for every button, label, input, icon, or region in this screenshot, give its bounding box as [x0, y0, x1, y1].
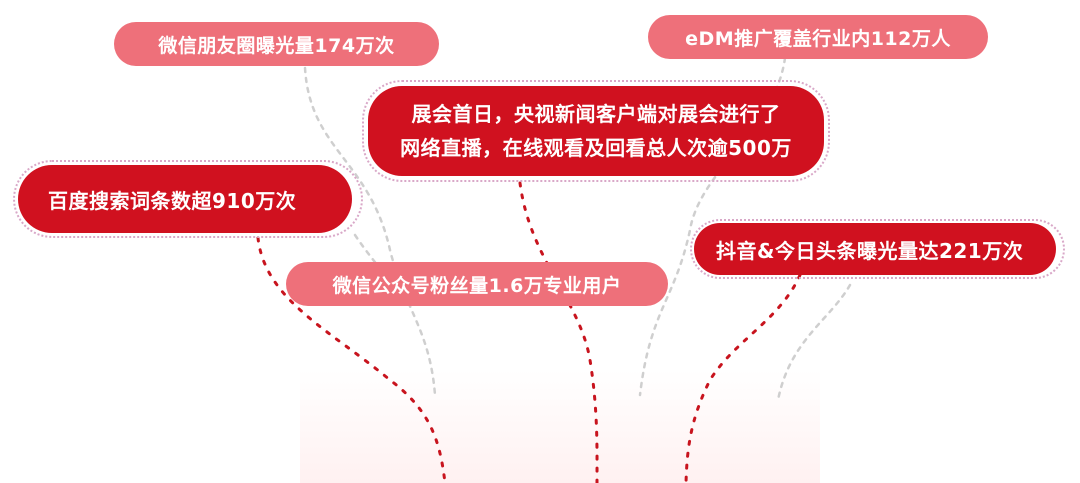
- edm-bubble: eDM推广覆盖行业内112万人: [648, 15, 988, 59]
- cctv-text-line2: 网络直播，在线观看及回看总人次逾500万: [400, 136, 792, 160]
- red-connector-cctv: [518, 181, 599, 483]
- douyin-outline: [690, 219, 1065, 279]
- grey-connector-right: [776, 283, 852, 402]
- baidu-bubble: 百度搜索词条数超910万次: [18, 165, 352, 233]
- wechat-moments-bubble: 微信朋友圈曝光量174万次: [114, 22, 439, 66]
- douyin-bubble: 抖音&今日头条曝光量达221万次: [694, 223, 1056, 275]
- red-connector-douyin: [684, 273, 802, 483]
- grey-connector-wechat-moments: [303, 66, 437, 397]
- wechat-official-text: 微信公众号粉丝量1.6万专业用户: [332, 274, 622, 297]
- cctv-text-line1: 展会首日，央视新闻客户端对展会进行了: [411, 102, 781, 126]
- grey-connector-baidu-mid: [353, 233, 387, 277]
- wechat-official-bubble: 微信公众号粉丝量1.6万专业用户: [286, 262, 668, 306]
- cctv-bubble: 展会首日，央视新闻客户端对展会进行了 网络直播，在线观看及回看总人次逾500万: [368, 86, 824, 176]
- baidu-text: 百度搜索词条数超910万次: [48, 188, 297, 213]
- edm-text: eDM推广覆盖行业内112万人: [685, 27, 951, 50]
- cctv-outline: [362, 80, 830, 182]
- douyin-text: 抖音&今日头条曝光量达221万次: [716, 238, 1024, 263]
- bottom-glow: [300, 370, 820, 483]
- wechat-moments-text: 微信朋友圈曝光量174万次: [158, 34, 395, 57]
- red-connector-baidu: [256, 236, 447, 483]
- baidu-outline: [13, 160, 363, 238]
